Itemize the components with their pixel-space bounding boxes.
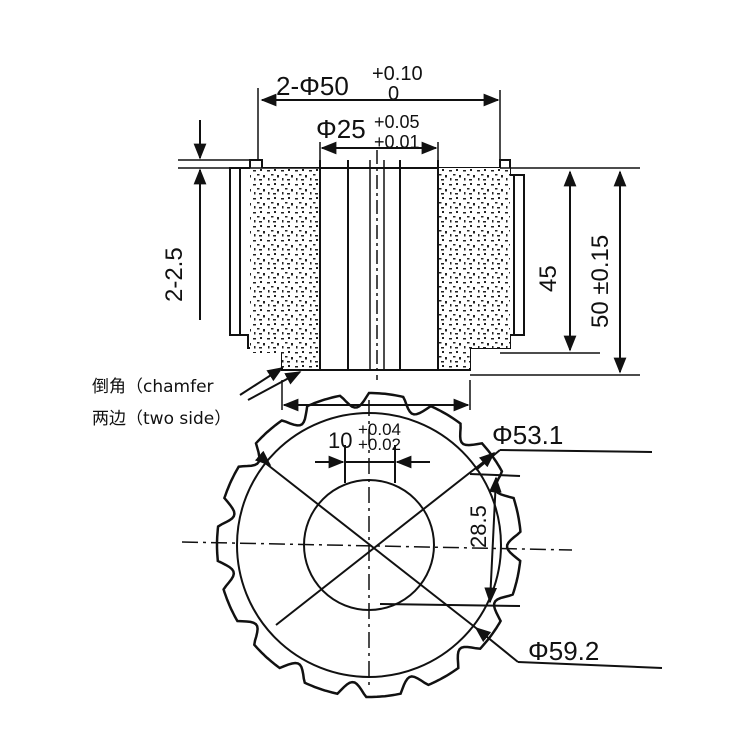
left-section-fill xyxy=(250,168,320,353)
phi59-label: Φ59.2 xyxy=(528,636,599,666)
dimension-lines xyxy=(193,93,627,412)
chamfer-note-line1: 倒角（chamfer xyxy=(92,377,214,397)
phi50-tol-lower: 0 xyxy=(388,83,399,105)
phi25-label: Φ25 xyxy=(316,114,366,144)
sprocket-tooth-outline xyxy=(215,391,522,699)
keyway-tol-upper: +0.04 xyxy=(358,420,401,439)
chamfer-dim-label: 2-2.5 xyxy=(161,247,188,302)
depth-28-5-label: 28.5 xyxy=(466,505,491,548)
chamfer-note-line2: 两边（two side） xyxy=(92,409,231,429)
front-view-labels: 10 +0.04 +0.02 Φ53.1 28.5 Φ59.2 xyxy=(328,420,599,666)
keyway-lines xyxy=(347,160,401,370)
bore-walls xyxy=(319,160,439,370)
chamfer-leaders xyxy=(239,367,302,401)
height-45-label: 45 xyxy=(535,265,562,292)
phi25-tol-upper: +0.05 xyxy=(374,112,420,132)
left-section-fill-lower xyxy=(282,348,320,368)
keyway-slot xyxy=(344,461,396,483)
left-flange xyxy=(229,168,241,335)
phi25-tol-lower: +0.01 xyxy=(374,132,420,152)
keyway-label: 10 xyxy=(328,428,352,453)
phi50-label: 2-Φ50 xyxy=(276,71,349,101)
right-section-fill xyxy=(438,168,510,348)
side-section-view xyxy=(229,150,525,380)
phi53-label: Φ53.1 xyxy=(492,420,563,450)
dim-line-28-5 xyxy=(484,476,502,604)
extension-lines xyxy=(178,88,640,410)
bore-inner xyxy=(369,160,385,370)
right-section-fill-lower xyxy=(438,348,470,368)
front-dimension-lines xyxy=(254,445,663,669)
keyway-tol-lower: +0.02 xyxy=(358,435,401,454)
side-view-labels: 2-Φ50 +0.10 0 Φ25 +0.05 +0.01 2-2.5 45 5… xyxy=(92,63,614,429)
diagonal-phi59 xyxy=(275,459,487,626)
diagonal-phi53 xyxy=(263,461,477,629)
phi50-tol-upper: +0.10 xyxy=(372,63,423,85)
height-50-label: 50 ±0.15 xyxy=(587,235,614,328)
